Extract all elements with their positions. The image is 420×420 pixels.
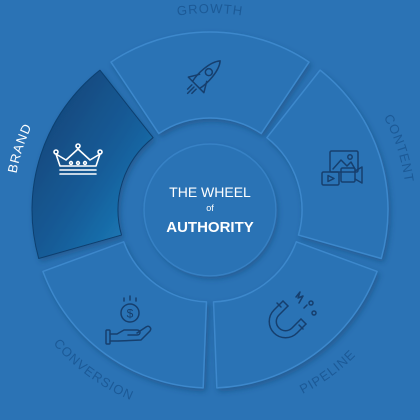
wheel-segment-conversion[interactable] xyxy=(42,241,208,389)
segment-label-brand: BRAND xyxy=(5,121,35,174)
crown-icon xyxy=(53,143,103,175)
segment-label-text-brand: BRAND xyxy=(5,121,34,174)
wheel-segment-content[interactable] xyxy=(266,69,389,260)
magnet-icon xyxy=(268,291,317,339)
segment-label-content: CONTENT xyxy=(381,112,417,184)
center-circle-ring xyxy=(143,143,277,277)
center-title-line2: of xyxy=(206,203,214,213)
media-gallery-icon xyxy=(321,150,363,186)
wheel-segment-pipeline[interactable] xyxy=(212,241,378,389)
center-circle xyxy=(144,144,276,276)
segment-label-text-growth: GROWTH xyxy=(176,1,243,19)
wheel-segment-brand[interactable] xyxy=(31,69,154,259)
center-title-line1: THE WHEEL xyxy=(169,184,251,200)
center-title-line3: AUTHORITY xyxy=(166,219,254,236)
svg-text:$: $ xyxy=(127,307,134,321)
hand-coin-icon: $ xyxy=(105,295,152,345)
rocket-icon xyxy=(186,60,221,95)
wheel-segment-growth[interactable] xyxy=(110,31,310,135)
segment-label-growth: GROWTH xyxy=(176,1,244,19)
segment-label-text-content: CONTENT xyxy=(381,112,416,184)
